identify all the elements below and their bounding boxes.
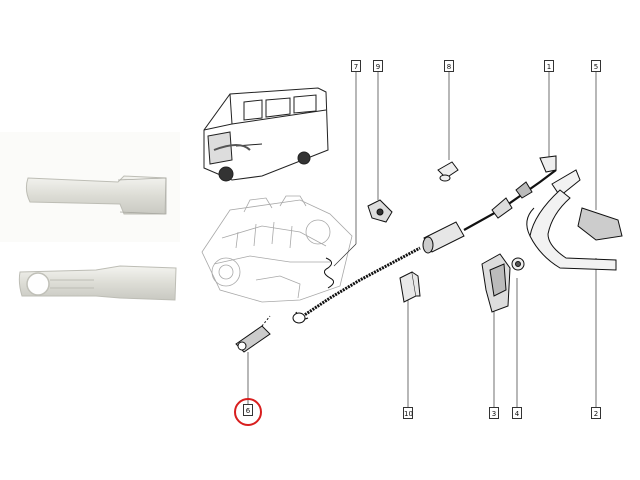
accelerator-pedal	[526, 169, 623, 271]
part-photo-bottom	[18, 265, 177, 301]
part-4-nut	[511, 257, 525, 271]
callout-7[interactable]: 7	[351, 60, 361, 72]
callout-4[interactable]: 4	[512, 407, 522, 419]
part-8-grommet	[437, 161, 459, 182]
throttle-cable	[292, 155, 557, 324]
part-7-spring-clip	[324, 257, 334, 289]
callout-5[interactable]: 5	[591, 60, 601, 72]
callout-2[interactable]: 2	[591, 407, 601, 419]
callout-1[interactable]: 1	[544, 60, 554, 72]
van-illustration	[203, 87, 329, 182]
part-6-bushing	[235, 315, 271, 353]
engine-illustration	[201, 195, 353, 303]
part-9-clip	[367, 199, 393, 223]
callout-8[interactable]: 8	[444, 60, 454, 72]
callout-3[interactable]: 3	[489, 407, 499, 419]
callout-9[interactable]: 9	[373, 60, 383, 72]
leader-lines	[247, 70, 597, 407]
part-3-sensor	[481, 253, 511, 313]
part-10-bracket	[399, 271, 421, 303]
callout-10[interactable]: 10	[403, 407, 413, 419]
part-photo-top	[0, 132, 180, 242]
highlight-ring	[234, 398, 262, 426]
